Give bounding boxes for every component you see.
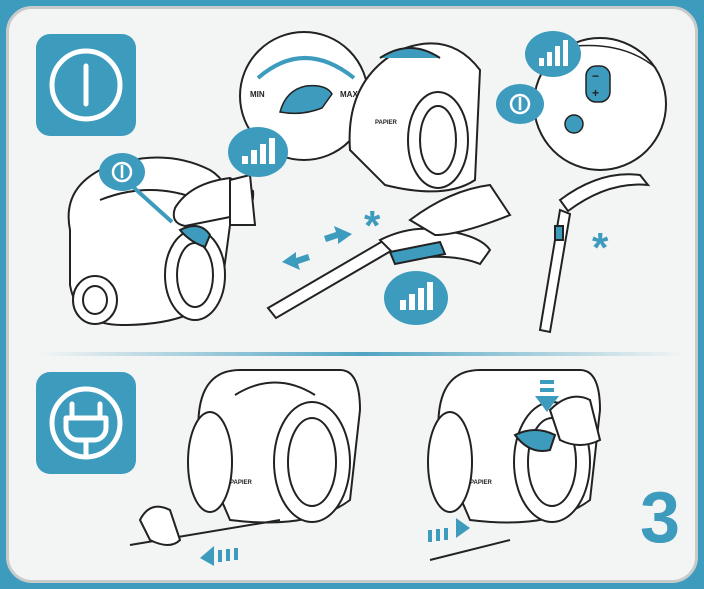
minus-icon: − <box>592 69 599 83</box>
double-arrow-icon <box>282 226 352 270</box>
plus-icon: + <box>592 86 599 100</box>
section-divider <box>40 352 684 356</box>
cord-right <box>430 540 510 560</box>
vacuum-bottom-left: PAPIER <box>188 370 360 523</box>
power-badge-2 <box>496 84 544 124</box>
star-mark-right: * <box>592 224 609 271</box>
signal-badge-3 <box>525 31 581 77</box>
signal-badge-1 <box>228 127 288 177</box>
brand-label-top: PAPIER <box>375 120 398 126</box>
unplug-tile <box>36 372 136 474</box>
power-tile <box>36 34 136 136</box>
vacuum-bottom-right: PAPIER <box>428 370 600 523</box>
arrow-rewind <box>428 518 470 542</box>
arrow-pull-left <box>200 546 238 566</box>
brand-label-bottom-right: PAPIER <box>470 480 493 486</box>
brand-label-bottom-left: PAPIER <box>230 480 253 486</box>
step-number: 3 <box>640 478 680 558</box>
signal-badge-2 <box>384 271 448 325</box>
star-mark-middle: * <box>364 202 381 249</box>
dial-min-label: MIN <box>250 90 265 99</box>
vacuum-top-center: PAPIER <box>350 43 480 191</box>
